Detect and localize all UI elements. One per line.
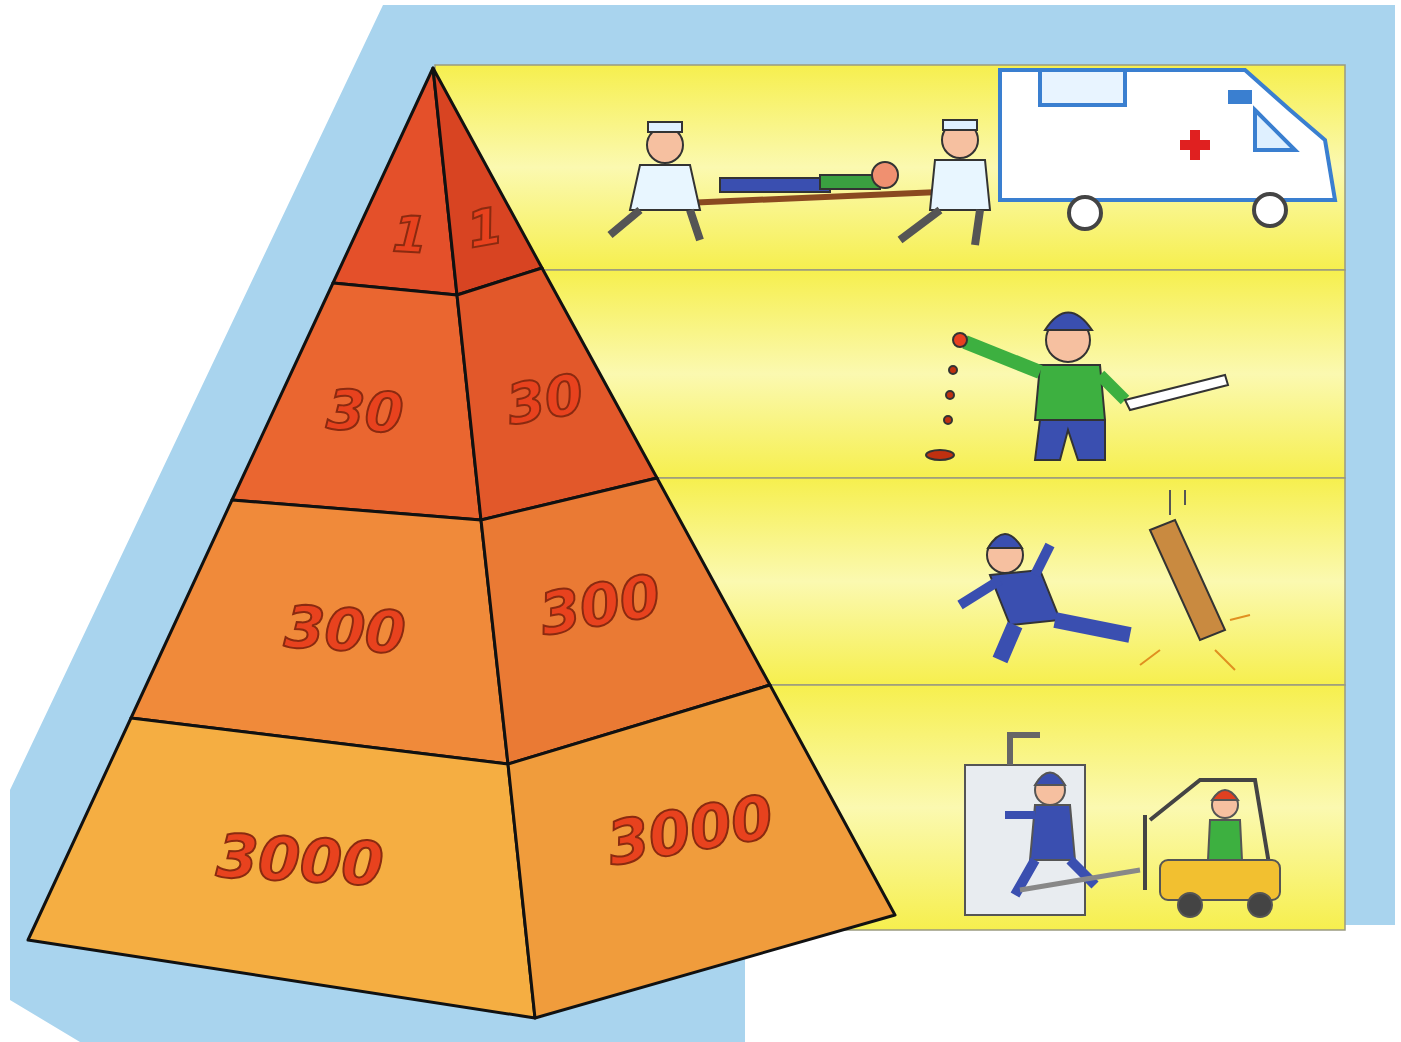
ambulance: [1000, 70, 1335, 229]
band-outline: [508, 685, 895, 1018]
band-outline: [433, 68, 542, 295]
band-number: 30: [503, 366, 588, 433]
band-number: 300: [283, 598, 407, 662]
band-outline: [457, 268, 657, 520]
band-number: 1: [391, 209, 428, 261]
band-outline: [232, 283, 481, 520]
pyramid-band: 1: [433, 68, 542, 295]
blue-background: [10, 5, 1395, 1042]
band-number: 3000: [215, 826, 385, 895]
band-outline: [28, 718, 535, 1018]
pyramid-band: 3000: [28, 718, 535, 1018]
pyramid-band: 30: [232, 283, 481, 520]
near-miss: [960, 490, 1250, 670]
band-number: 30: [325, 383, 404, 442]
stretcher-scene: [610, 120, 990, 245]
band-shape: [433, 68, 542, 295]
forklift-scene: [965, 735, 1280, 917]
pyramid-band: 3000: [508, 685, 895, 1018]
injured-worker: [926, 313, 1228, 461]
pyramid-band: 30: [457, 268, 657, 520]
